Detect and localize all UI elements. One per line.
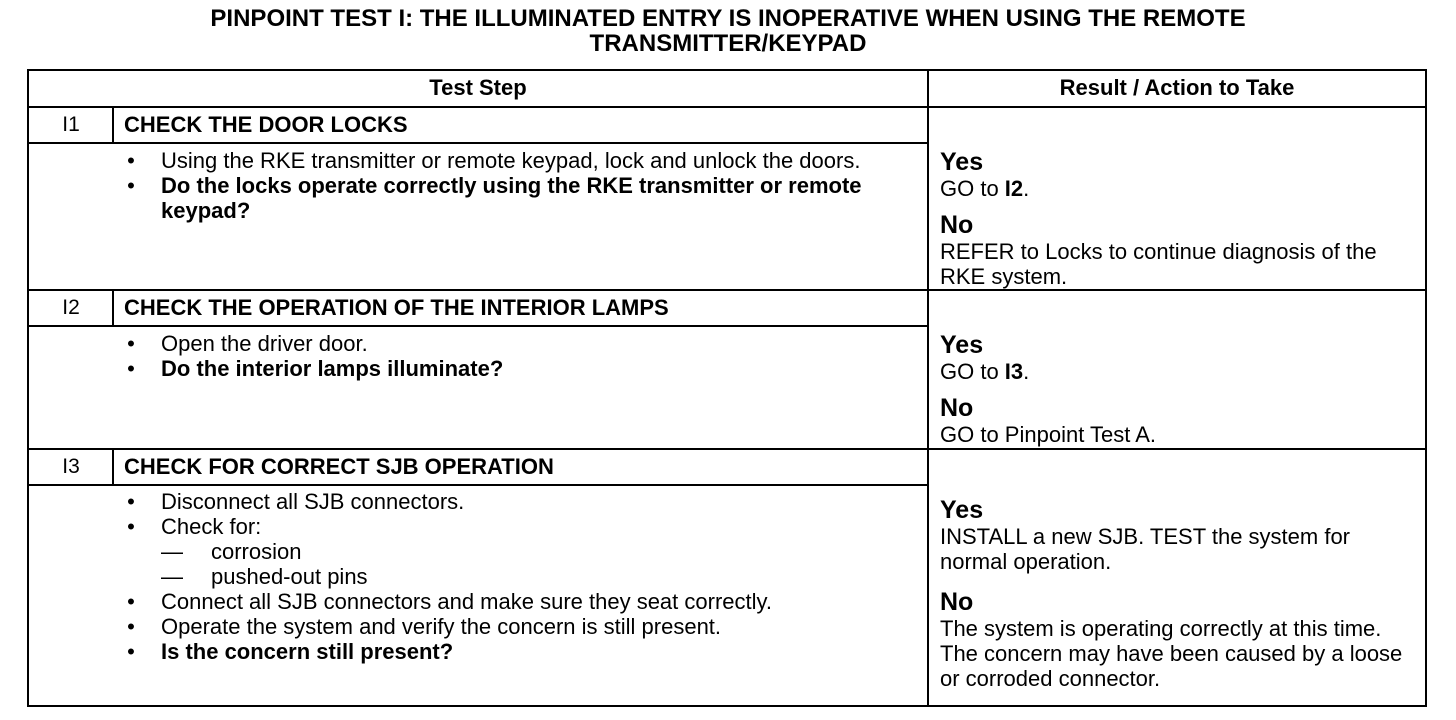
title-line-1: PINPOINT TEST I: THE ILLUMINATED ENTRY I…	[210, 5, 1246, 32]
list-item: • Connect all SJB connectors and make su…	[127, 589, 772, 614]
id-divider	[112, 450, 114, 484]
id-divider	[112, 108, 114, 142]
step-instructions: • Disconnect all SJB connectors. • Check…	[124, 489, 924, 664]
yes-action: GO to I2.	[940, 176, 1030, 201]
step-title: CHECK THE OPERATION OF THE INTERIOR LAMP…	[124, 295, 669, 320]
yes-label: Yes	[940, 148, 984, 176]
list-item: • Using the RKE transmitter or remote ke…	[127, 148, 861, 173]
sub-list-item: — corrosion	[161, 539, 302, 564]
step-title-divider	[29, 142, 929, 144]
list-item: • Open the driver door.	[127, 331, 368, 356]
title-line-2: TRANSMITTER/KEYPAD	[589, 30, 867, 57]
header-result-action: Result / Action to Take	[1059, 75, 1295, 100]
no-action: REFER to Locks to continue diagnosis of …	[940, 239, 1377, 289]
step-instructions: • Open the driver door. • Do the interio…	[124, 331, 924, 381]
result-action: Yes GO to I2. No REFER to Locks to conti…	[940, 148, 1420, 289]
step-title-divider	[29, 484, 929, 486]
header-test-step: Test Step	[29, 71, 929, 107]
document-title: PINPOINT TEST I: THE ILLUMINATED ENTRY I…	[0, 6, 1456, 56]
yes-action: INSTALL a new SJB. TEST the system for n…	[940, 524, 1351, 574]
step-title: CHECK FOR CORRECT SJB OPERATION	[124, 454, 554, 479]
list-item: • Disconnect all SJB connectors.	[127, 489, 465, 514]
result-action: Yes INSTALL a new SJB. TEST the system f…	[940, 496, 1420, 691]
column-divider	[927, 71, 929, 705]
no-label: No	[940, 394, 974, 422]
step-id: I1	[62, 113, 80, 136]
yes-label: Yes	[940, 496, 984, 524]
row-divider	[29, 289, 1425, 291]
list-item: • Operate the system and verify the conc…	[127, 614, 722, 639]
sub-list-item: — pushed-out pins	[161, 564, 368, 589]
step-id: I3	[62, 455, 80, 478]
step-reference: I3	[1004, 359, 1024, 384]
list-item-question: • Do the interior lamps illuminate?	[127, 356, 504, 381]
header-divider	[29, 106, 1425, 108]
step-instructions: • Using the RKE transmitter or remote ke…	[124, 148, 924, 223]
yes-label: Yes	[940, 331, 984, 359]
step-title: CHECK THE DOOR LOCKS	[124, 112, 408, 137]
list-item-question: • Is the concern still present?	[127, 639, 454, 664]
id-divider	[112, 291, 114, 325]
row-divider	[29, 448, 1425, 450]
no-action: The system is operating correctly at thi…	[940, 616, 1403, 691]
yes-action: GO to I3.	[940, 359, 1030, 384]
step-reference: I2	[1004, 176, 1024, 201]
result-action: Yes GO to I3. No GO to Pinpoint Test A.	[940, 331, 1420, 447]
step-title-divider	[29, 325, 929, 327]
list-item: • Check for:	[127, 514, 262, 539]
step-id: I2	[62, 296, 80, 319]
pinpoint-test-table: Test Step Result / Action to Take I1 CHE…	[27, 69, 1427, 707]
no-label: No	[940, 211, 974, 239]
no-label: No	[940, 588, 974, 616]
no-action: GO to Pinpoint Test A.	[940, 422, 1157, 447]
list-item-question: • Do the locks operate correctly using t…	[127, 173, 862, 223]
